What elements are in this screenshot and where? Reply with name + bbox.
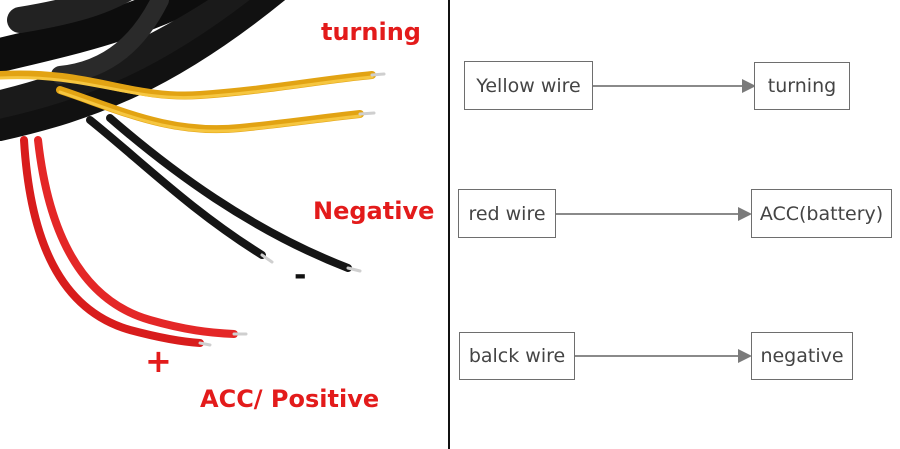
red-wires — [20, 136, 248, 347]
arrow-red-to-acc — [556, 213, 744, 215]
label-negative: Negative — [313, 197, 435, 225]
arrow-yellow-to-turning — [593, 85, 745, 87]
box-turning: turning — [754, 62, 850, 110]
black-wires — [86, 114, 362, 273]
box-negative: negative — [751, 332, 853, 380]
minus-symbol: - — [294, 258, 307, 293]
arrowhead — [738, 207, 752, 221]
wire-harness-illustration — [0, 0, 386, 347]
label-turning: turning — [321, 18, 421, 46]
plus-symbol: + — [145, 342, 172, 380]
box-yellow-wire: Yellow wire — [464, 61, 593, 110]
arrow-black-to-negative — [575, 355, 743, 357]
arrowhead — [742, 79, 756, 93]
yellow-wires — [0, 70, 386, 134]
label-acc-positive: ACC/ Positive — [200, 385, 380, 413]
box-acc-battery: ACC(battery) — [751, 189, 892, 238]
box-black-wire: balck wire — [459, 332, 575, 380]
box-red-wire: red wire — [458, 189, 556, 238]
wiring-mapping-diagram: Yellow wire turning red wire ACC(battery… — [450, 0, 900, 449]
cable-bundle — [0, 0, 286, 141]
arrowhead — [738, 349, 752, 363]
vertical-divider — [448, 0, 450, 449]
